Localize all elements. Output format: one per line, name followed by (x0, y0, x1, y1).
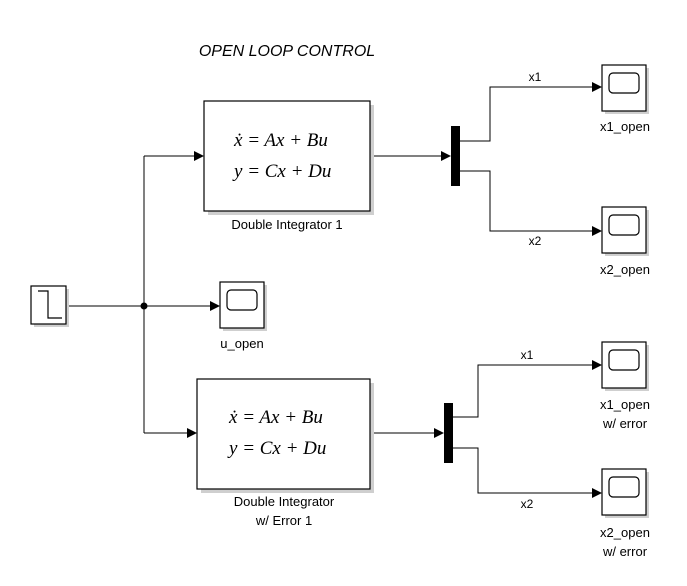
wire-bottom-x2[interactable] (453, 447, 594, 494)
plant2-eq2-rhs: = Cx + Du (237, 438, 326, 459)
arrow-top-x2 (592, 226, 602, 236)
scope-x2-open-error-label-line1: x2_open (600, 525, 650, 540)
arrow-to-plant2 (187, 428, 197, 438)
plant2-eq1-lhs: ẋ (228, 407, 238, 428)
plant1-block[interactable]: ẋ = Ax + Bu y = Cx + Du (203, 100, 374, 215)
scope-screen-icon (608, 72, 640, 94)
arrow-to-plant1 (194, 151, 204, 161)
plant1-eq1-lhs: ẋ (233, 130, 243, 151)
scope-x1-open-error-label-line2: w/ error (602, 416, 648, 431)
plant2-label-line1: Double Integrator (234, 494, 335, 509)
plant1-eq1-rhs: = Ax + Bu (242, 130, 327, 151)
plant2-eq1-rhs: = Ax + Bu (237, 407, 322, 428)
arrow-to-demux1 (441, 151, 451, 161)
wire-bottom-x1[interactable] (453, 364, 594, 418)
scope-x1-open-error-label-line1: x1_open (600, 397, 650, 412)
arrow-to-u-open (210, 301, 220, 311)
scope-x1-open-error[interactable] (601, 341, 649, 391)
signal-label-top-x1: x1 (529, 70, 542, 84)
scope-screen-icon (608, 349, 640, 371)
plant1-label: Double Integrator 1 (231, 217, 342, 232)
demux-top[interactable] (451, 126, 460, 186)
branch-point (140, 302, 148, 310)
scope-screen-icon (226, 289, 258, 311)
plant1-eq2-rhs: = Cx + Du (242, 161, 331, 182)
scope-x2-open-error[interactable] (601, 468, 649, 518)
diagram-title: OPEN LOOP CONTROL (199, 43, 375, 60)
step-icon (38, 290, 62, 319)
signal-label-top-x2: x2 (529, 234, 542, 248)
signal-label-bottom-x2: x2 (521, 497, 534, 511)
arrow-bottom-x1 (592, 360, 602, 370)
plant2-eq2-lhs: y (227, 438, 238, 459)
scope-x1-open-label: x1_open (600, 119, 650, 134)
wire-top-x2[interactable] (460, 170, 594, 232)
scope-u-open-label: u_open (220, 336, 263, 351)
arrow-top-x1 (592, 82, 602, 92)
arrow-bottom-x2 (592, 488, 602, 498)
svg-text:y = Cx + Du: y = Cx + Du (232, 161, 331, 182)
wire-top-x1[interactable] (460, 86, 594, 142)
plant1-eq2-lhs: y (232, 161, 243, 182)
svg-text:y = Cx + Du: y = Cx + Du (227, 438, 326, 459)
demux-bottom[interactable] (444, 403, 453, 463)
scope-screen-icon (608, 476, 640, 498)
scope-x1-open[interactable] (601, 64, 649, 114)
scope-x2-open-error-label-line2: w/ error (602, 544, 648, 559)
signal-label-bottom-x1: x1 (521, 348, 534, 362)
svg-text:ẋ = Ax + Bu: ẋ = Ax + Bu (233, 130, 328, 151)
scope-u-open[interactable] (219, 281, 267, 331)
svg-text:ẋ = Ax + Bu: ẋ = Ax + Bu (228, 407, 323, 428)
step-block[interactable] (30, 285, 69, 327)
scope-x2-open-label: x2_open (600, 262, 650, 277)
scope-screen-icon (608, 214, 640, 236)
arrow-to-demux2 (434, 428, 444, 438)
plant2-label-line2: w/ Error 1 (255, 513, 312, 528)
plant2-block[interactable]: ẋ = Ax + Bu y = Cx + Du (196, 378, 374, 493)
signal-wires (69, 82, 602, 498)
scope-x2-open[interactable] (601, 206, 649, 256)
